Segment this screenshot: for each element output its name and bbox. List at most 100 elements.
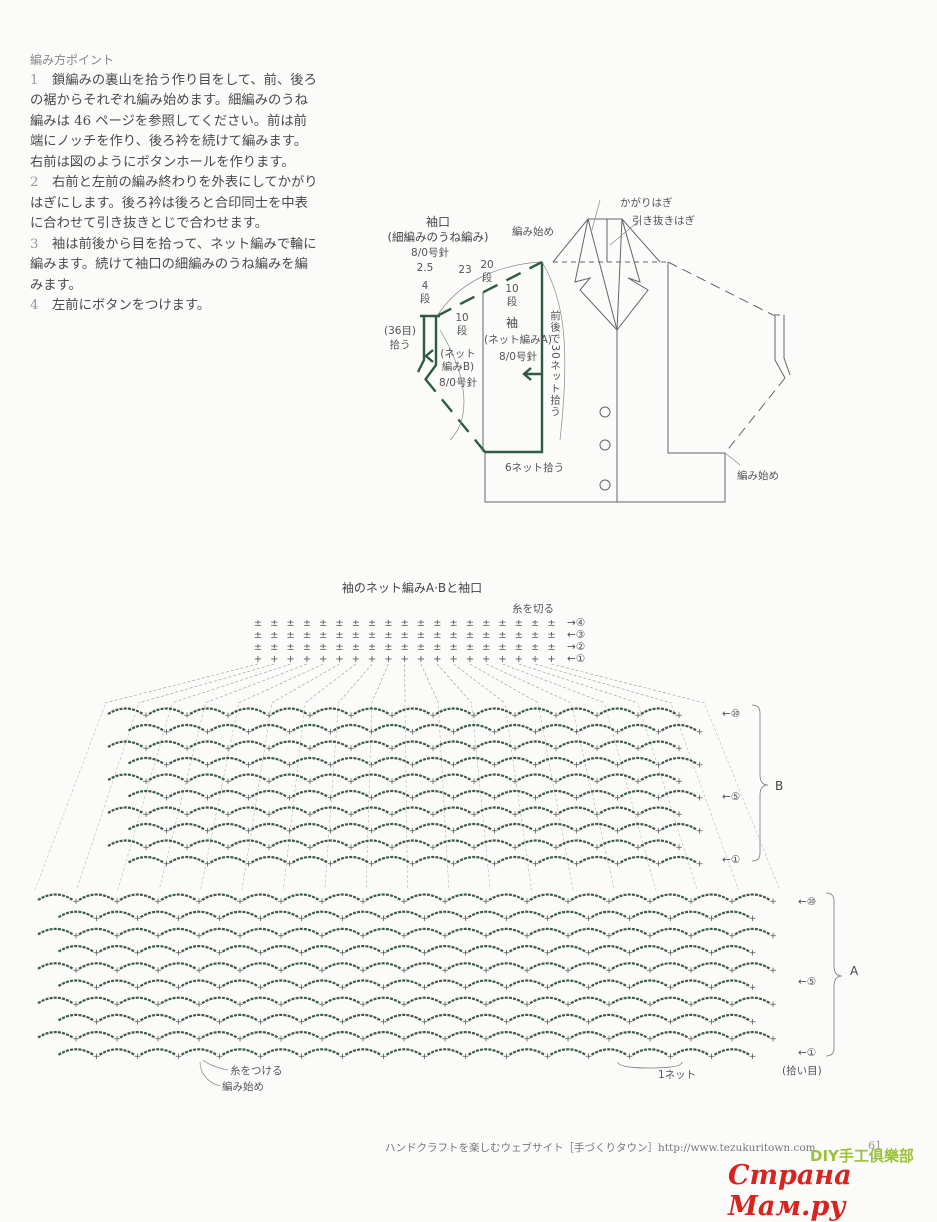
chain-arch (305, 912, 340, 918)
single-crochet-mark: + (605, 931, 613, 941)
chain-arch (674, 1015, 709, 1021)
single-crochet-mark: ± (352, 618, 360, 629)
chain-arch (100, 981, 135, 987)
single-crochet-mark: + (564, 931, 572, 941)
single-crochet-mark: + (532, 794, 540, 804)
chain-arch (182, 981, 217, 987)
single-crochet-mark: + (646, 1000, 654, 1010)
chain-arch (149, 742, 184, 748)
chain-arch (305, 946, 340, 952)
chain-arch (202, 963, 237, 969)
chain-arch (100, 912, 135, 918)
single-crochet-mark: + (523, 931, 531, 941)
single-crochet-mark: + (708, 949, 716, 959)
single-crochet-mark: ± (254, 642, 262, 653)
single-crochet-mark: + (593, 843, 601, 853)
chain-arch (436, 841, 471, 847)
chain-arch (170, 824, 205, 830)
chain-arch (313, 775, 348, 781)
chain-arch (325, 963, 360, 969)
single-crochet-mark: + (470, 744, 478, 754)
chain-arch (346, 912, 381, 918)
chain-arch (182, 1049, 217, 1055)
single-crochet-mark: + (614, 827, 622, 837)
single-crochet-mark: ± (498, 642, 506, 653)
single-crochet-mark: + (421, 949, 429, 959)
chain-arch (407, 998, 442, 1004)
chain-arch (612, 895, 647, 901)
single-crochet-mark: + (368, 827, 376, 837)
single-crochet-mark: + (195, 966, 203, 976)
chain-arch (59, 946, 94, 952)
chain-arch (428, 981, 463, 987)
guide-line (438, 705, 449, 890)
chain-arch (477, 775, 512, 781)
single-crochet-mark: + (113, 966, 121, 976)
single-crochet-mark: + (614, 860, 622, 870)
guide-line (437, 664, 471, 703)
chain-arch (662, 857, 697, 863)
guide-line (238, 664, 323, 703)
single-crochet-mark: + (286, 728, 294, 738)
chain-arch (161, 895, 196, 901)
single-crochet-mark: + (585, 914, 593, 924)
single-crochet-mark: + (544, 1017, 552, 1027)
single-crochet-mark: + (470, 810, 478, 820)
single-crochet-mark: ± (303, 630, 311, 641)
single-crochet-mark: + (236, 1035, 244, 1045)
chain-arch (518, 841, 553, 847)
guide-line (470, 664, 538, 703)
single-crochet-mark: + (646, 966, 654, 976)
pickup-30-label: 前後で30ネット拾う (549, 309, 561, 417)
single-crochet-mark: ± (482, 630, 490, 641)
single-crochet-mark: ± (254, 618, 262, 629)
site-watermark: Страна Мам.ру (728, 1160, 937, 1222)
chain-arch (170, 857, 205, 863)
single-crochet-mark: ± (368, 618, 376, 629)
single-crochet-mark: + (696, 728, 704, 738)
single-crochet-mark: + (646, 897, 654, 907)
single-crochet-mark: + (441, 931, 449, 941)
chain-arch (375, 857, 410, 863)
single-crochet-mark: + (183, 843, 191, 853)
chain-arch (641, 841, 676, 847)
chain-arch (223, 946, 258, 952)
sleeve-rows-total: 20 (480, 259, 493, 271)
button-icon (600, 480, 610, 490)
chain-arch (252, 857, 287, 863)
net-b-label-2: 編みB) (442, 360, 474, 373)
chain-arch (202, 998, 237, 1004)
guide-line (421, 664, 438, 703)
single-crochet-mark: + (523, 1000, 531, 1010)
single-crochet-mark: + (347, 843, 355, 853)
chain-arch (120, 895, 155, 901)
chain-arch (293, 857, 328, 863)
chain-arch (387, 1049, 422, 1055)
single-crochet-mark: ± (531, 630, 539, 641)
chain-arch (375, 824, 410, 830)
chain-arch (375, 791, 410, 797)
single-crochet-mark: + (380, 983, 388, 993)
single-crochet-mark: + (204, 827, 212, 837)
single-crochet-mark: + (409, 860, 417, 870)
single-crochet-mark: + (466, 654, 474, 665)
cuff-row-4: →④ (567, 617, 585, 629)
chain-arch (715, 981, 750, 987)
chain-arch (571, 1032, 606, 1038)
a-row-5: ←⑤ (798, 976, 816, 988)
single-crochet-mark: + (400, 1035, 408, 1045)
chart-start-label: 編み始め (222, 1080, 264, 1093)
single-crochet-mark: + (667, 983, 675, 993)
chain-arch (600, 808, 635, 814)
cut-yarn-label: 糸を切る (512, 603, 554, 615)
single-crochet-mark: + (421, 1052, 429, 1062)
chain-arch (387, 946, 422, 952)
single-crochet-mark: + (368, 761, 376, 771)
single-crochet-mark: ± (449, 642, 457, 653)
single-crochet-mark: + (257, 983, 265, 993)
single-crochet-mark: + (270, 654, 278, 665)
chain-arch (334, 824, 369, 830)
pickup-6-label: 6ネット拾う (505, 461, 564, 474)
single-crochet-mark: + (696, 827, 704, 837)
